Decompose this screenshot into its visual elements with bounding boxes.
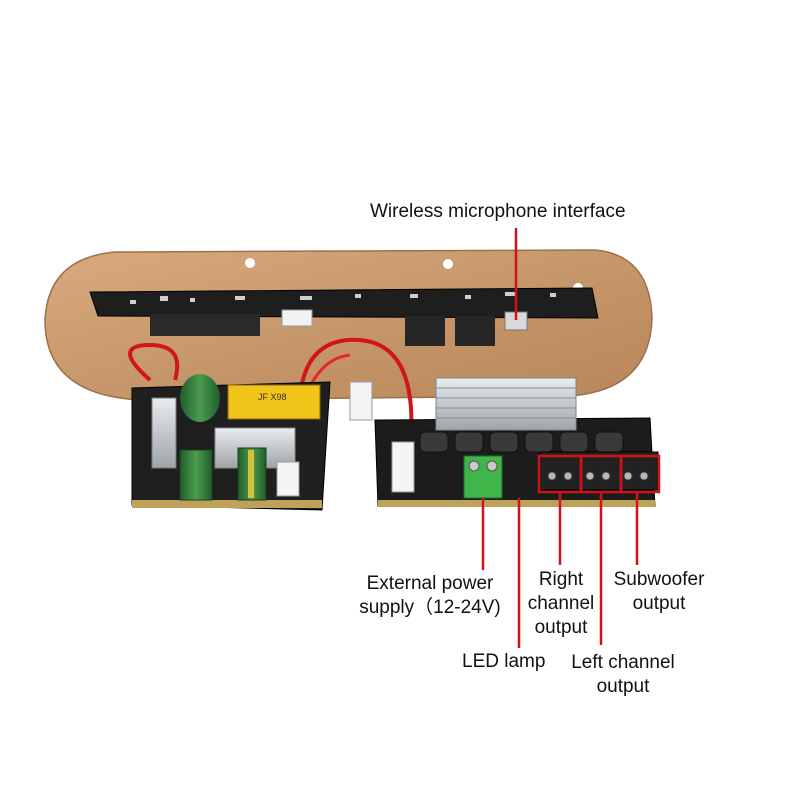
terminal-screw (486, 460, 498, 472)
panel-hole (443, 259, 453, 269)
white-connector (391, 441, 415, 493)
left-channel-line-1: Left channel (571, 652, 675, 673)
external-power-line-2: supply（12-24V) (359, 597, 501, 618)
pcb-edge (132, 500, 322, 508)
jack-block (150, 314, 260, 336)
capacitor (180, 374, 220, 422)
wireless-mic-text: Wireless microphone interface (370, 201, 626, 222)
transformer-marking: JF X98 (258, 392, 287, 402)
right-channel-label: Right channel output (522, 568, 600, 640)
pcb-edge (378, 500, 655, 507)
transformer (227, 384, 321, 420)
white-connector (349, 381, 373, 421)
right-channel-line-3: output (534, 617, 588, 638)
capacitor (179, 449, 213, 501)
white-connector (281, 309, 313, 327)
speaker-terminal-block (539, 451, 659, 491)
white-connector (276, 461, 300, 497)
inductors (419, 431, 624, 453)
left-channel-line-2: output (596, 676, 650, 697)
jack-block (405, 316, 445, 346)
terminal-screw (468, 460, 480, 472)
capacitor-stripe (248, 450, 254, 498)
led-lamp-text: LED lamp (462, 651, 546, 672)
left-channel-label: Left channel output (562, 651, 684, 699)
led-lamp-label: LED lamp (462, 650, 545, 674)
subwoofer-label: Subwoofer output (603, 568, 715, 616)
heatsink-left (151, 397, 177, 469)
amplifier-heatsink (435, 377, 577, 431)
external-power-line-1: External power (366, 573, 494, 594)
subwoofer-highlight (619, 454, 661, 494)
panel-hole (245, 258, 255, 268)
external-power-label: External power supply（12-24V) (350, 572, 510, 620)
right-channel-line-2: channel (527, 593, 595, 614)
wireless-mic-label: Wireless microphone interface (370, 200, 626, 224)
wire-loop (128, 342, 180, 382)
subwoofer-line-2: output (632, 593, 686, 614)
terminal-screws (547, 471, 649, 481)
power-terminal-block (463, 455, 503, 499)
right-channel-line-1: Right (538, 569, 584, 590)
control-pcb-components (130, 292, 556, 304)
jack-block (455, 316, 495, 346)
subwoofer-line-1: Subwoofer (613, 569, 705, 590)
